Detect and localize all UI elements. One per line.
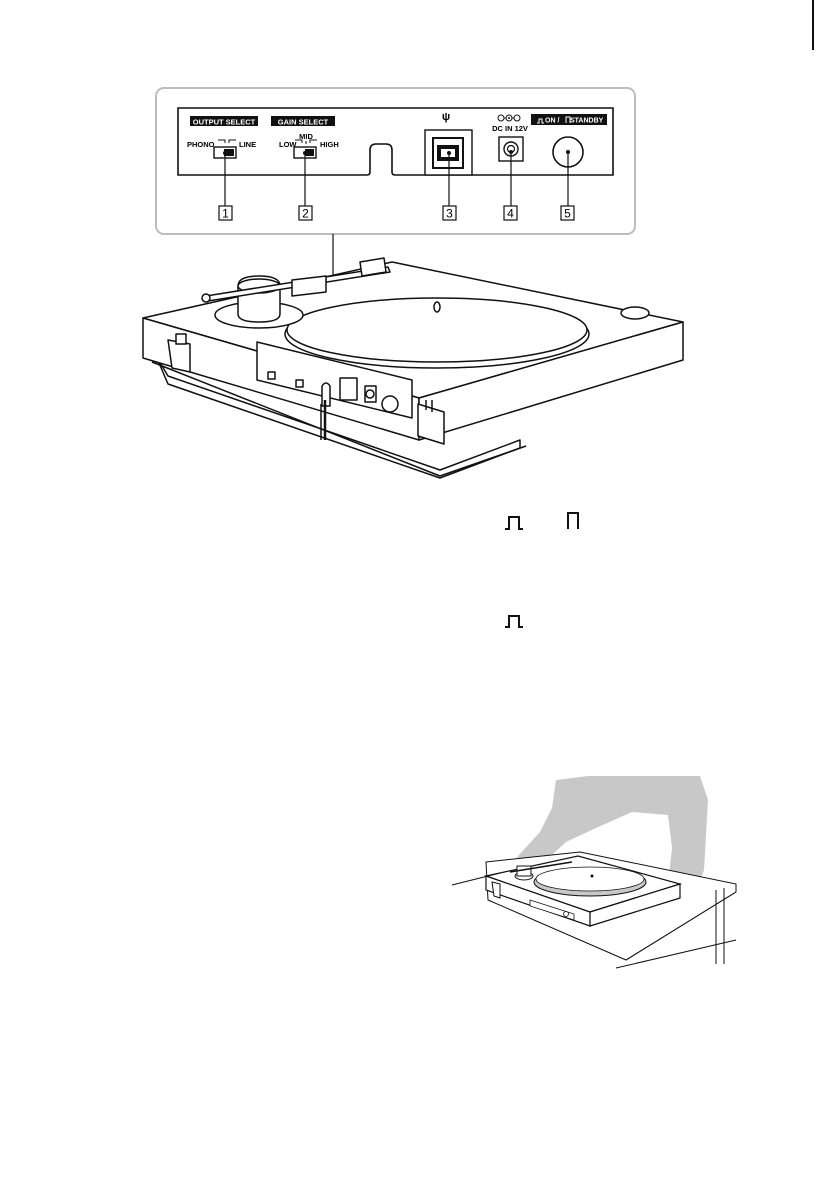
output-select-header: OUTPUT SELECT	[193, 118, 256, 127]
rear-usb-port	[340, 378, 357, 400]
svg-text:1: 1	[222, 207, 229, 221]
on-symbol-inline-2	[505, 616, 523, 627]
spindle	[434, 302, 440, 312]
placement-illustration	[452, 776, 736, 968]
output-select-phono-label: PHONO	[187, 140, 215, 149]
dust-cover-hinge-hole	[621, 307, 649, 319]
callout-3: 3	[443, 206, 456, 221]
callout-2: 2	[299, 206, 312, 221]
output-select-line-label: LINE	[239, 140, 256, 149]
usb-icon: ψ	[442, 111, 450, 123]
standby-symbol-inline	[568, 513, 578, 529]
callout-5: 5	[561, 206, 574, 221]
svg-text:4: 4	[507, 207, 514, 221]
svg-text:3: 3	[446, 207, 453, 221]
left-hinge	[168, 340, 190, 372]
on-symbol-inline	[505, 517, 523, 529]
power-standby-label: STANDBY	[570, 118, 604, 125]
gain-select-header: GAIN SELECT	[278, 118, 329, 127]
power-on-label: ON /	[545, 118, 559, 125]
gain-select-high-label: HIGH	[320, 140, 339, 149]
turntable-illustration	[143, 258, 683, 478]
svg-text:2: 2	[302, 207, 309, 221]
svg-text:5: 5	[564, 207, 571, 221]
rear-panel-callout: OUTPUT SELECT PHONO LINE GAIN SELECT MID…	[156, 88, 635, 234]
callout-4: 4	[504, 206, 517, 221]
dc-in-label: DC IN 12V	[492, 124, 528, 133]
tonearm-rest	[360, 258, 386, 276]
callout-1: 1	[219, 206, 232, 221]
